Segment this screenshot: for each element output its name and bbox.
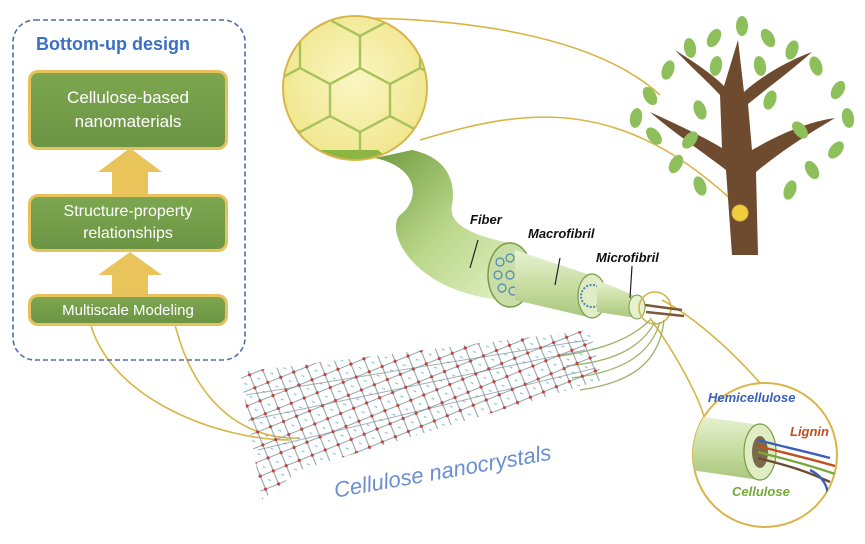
label-microfibril: Microfibril (596, 250, 659, 265)
bottom-up-panel (12, 19, 246, 361)
nanocrystal-lattice-icon (240, 330, 602, 500)
box-structure-property: Structure-property relationships (28, 194, 228, 252)
box-multiscale-modeling: Multiscale Modeling (28, 294, 228, 326)
fiber-hierarchy-icon (375, 150, 685, 391)
tree-icon (629, 16, 855, 255)
box-label: Multiscale Modeling (62, 301, 194, 319)
box-label: Cellulose-based nanomaterials (67, 88, 189, 131)
fibril-zoom-icon (692, 382, 838, 528)
label-macrofibril: Macrofibril (528, 226, 595, 241)
connector-lines (89, 17, 761, 441)
box-cellulose-nanomaterials: Cellulose-based nanomaterials (28, 70, 228, 150)
box-label: Structure-property relationships (63, 203, 193, 242)
label-fiber: Fiber (470, 212, 502, 227)
label-hemicellulose: Hemicellulose (708, 390, 796, 405)
panel-title: Bottom-up design (36, 34, 190, 54)
cell-wall-icon (282, 15, 428, 161)
label-cellulose: Cellulose (732, 484, 790, 499)
up-arrow-icon (98, 252, 162, 294)
label-lignin: Lignin (790, 424, 829, 439)
up-arrow-icon (98, 148, 162, 194)
